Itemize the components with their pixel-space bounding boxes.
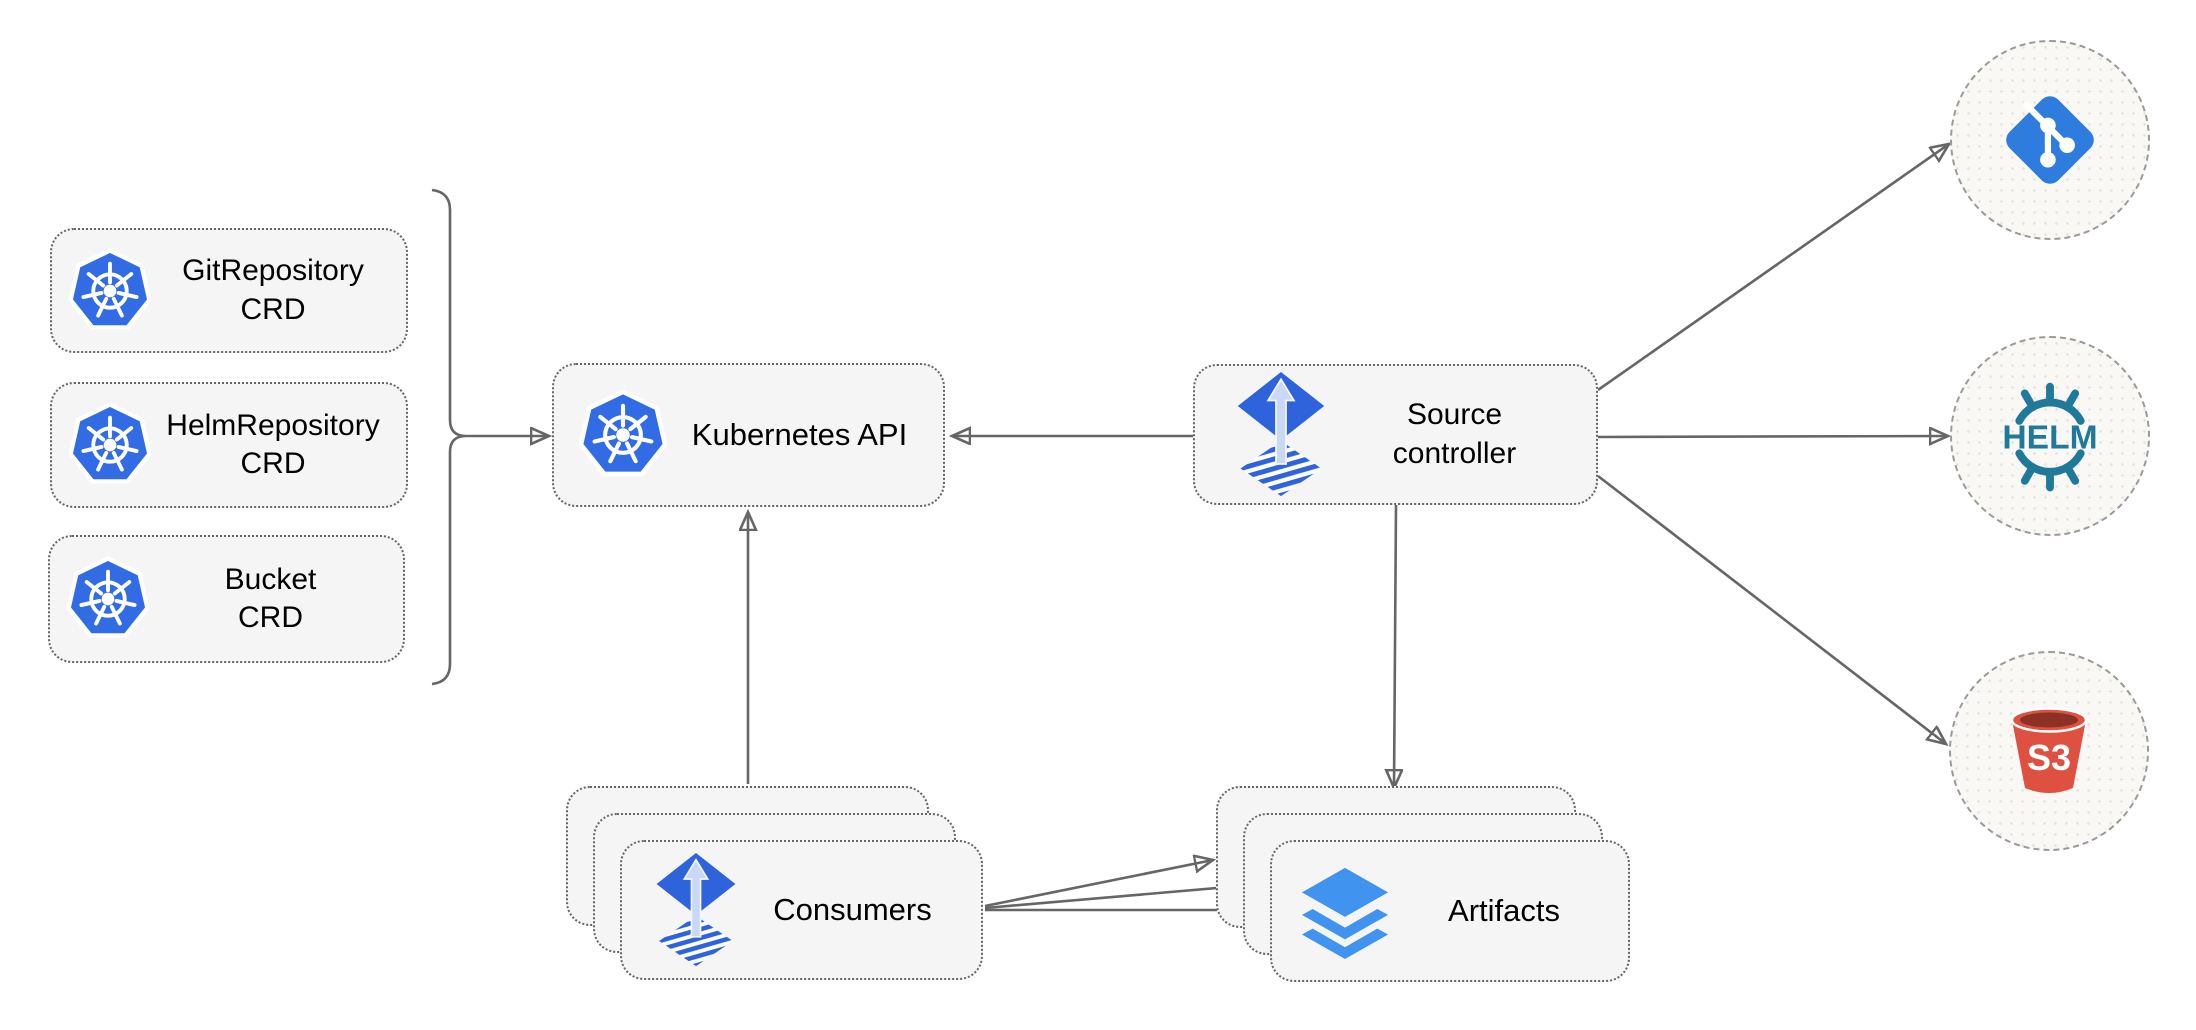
kubernetes-icon: [578, 389, 668, 477]
helm-label: HELM: [2002, 419, 2097, 456]
s3-icon: S3: [2010, 707, 2088, 793]
circle-s3: S3: [1949, 651, 2149, 851]
edge-source-to-artifacts: [1394, 504, 1396, 788]
s3-label: S3: [2027, 737, 2071, 778]
edge-source-to-helm: [1597, 436, 1948, 437]
git-icon: [2006, 96, 2094, 184]
kubernetes-icon: [68, 402, 152, 484]
circle-helm: HELM: [1950, 336, 2150, 536]
layers-icon: [1301, 867, 1389, 959]
flux-icon: [1237, 372, 1325, 497]
flux-icon: [656, 853, 736, 967]
edge-consumers-to-artifacts-back: [984, 860, 1213, 908]
circle-git: [1950, 40, 2150, 240]
kubernetes-icon: [66, 556, 150, 638]
edge-source-to-git: [1597, 144, 1949, 392]
edge-source-to-s3: [1597, 474, 1946, 744]
node-kubernetes-api: Kubernetes API: [552, 363, 945, 507]
kubernetes-icon: [68, 247, 152, 330]
node-label: Consumers: [773, 892, 932, 928]
helm-icon: HELM: [2002, 382, 2098, 492]
edge-consumers-to-artifacts-middle: [984, 886, 1240, 910]
node-consumers: Consumers: [620, 840, 983, 980]
brace-crds: [431, 188, 467, 686]
node-label: Artifacts: [1448, 893, 1560, 929]
node-label: Kubernetes API: [691, 417, 908, 453]
node-artifacts: Artifacts: [1270, 840, 1630, 982]
